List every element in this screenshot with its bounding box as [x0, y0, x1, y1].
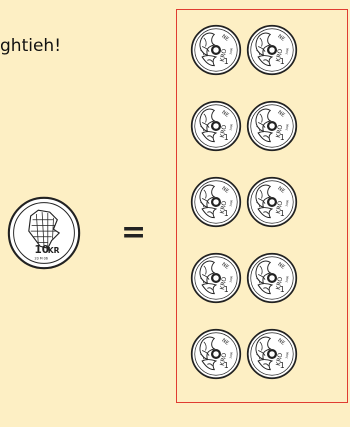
ten-krone-coin-icon: 10 KR 20 M 06 [6, 195, 82, 271]
coin-value: 1 [280, 209, 285, 218]
coin-value: 1 [224, 209, 229, 218]
coin-value: 1 [224, 285, 229, 294]
coin-value: 1 [280, 57, 285, 66]
coin-value: 10 [35, 244, 50, 256]
coin-value: 1 [280, 361, 285, 370]
coin-value: 1 [280, 285, 285, 294]
page-title: ghtieh! [0, 38, 61, 55]
coin-value: 1 [224, 133, 229, 142]
coin-year: 20 M 06 [35, 257, 48, 261]
equals-sign: = [121, 218, 146, 248]
coin-unit: KR [48, 246, 60, 255]
coin-value: 1 [280, 133, 285, 142]
coin-value: 1 [224, 361, 229, 370]
coin-value: 1 [224, 57, 229, 66]
